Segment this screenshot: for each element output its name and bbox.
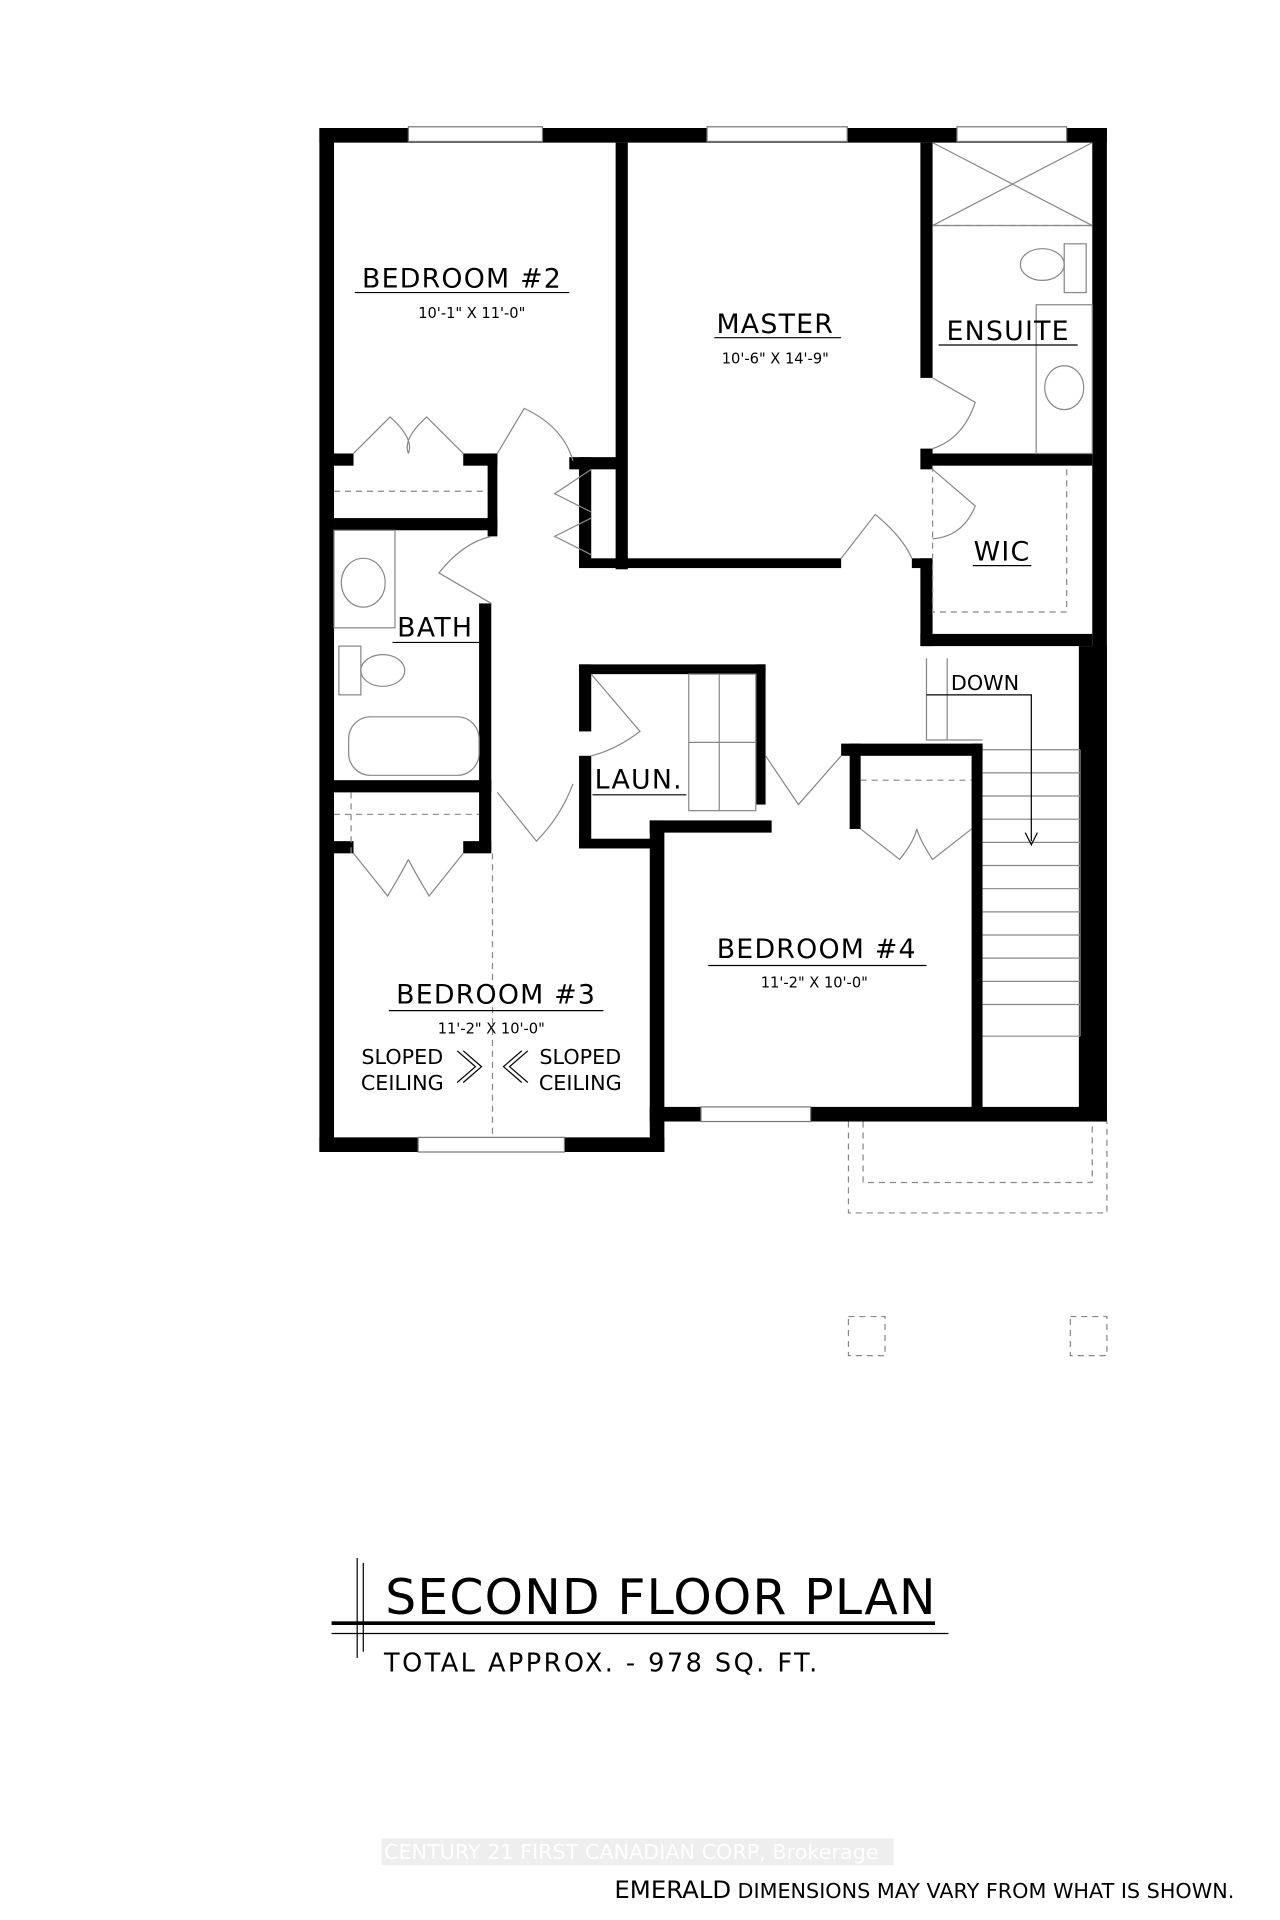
model-name: EMERALD	[614, 1875, 731, 1904]
laundry-label: LAUN.	[595, 765, 683, 796]
windows	[407, 126, 1068, 1153]
wic-label: WIC	[974, 537, 1031, 568]
plan-area: TOTAL APPROX. - 978 SQ. FT.	[383, 1648, 820, 1678]
bedroom2-dims: 10'-1" X 11'-0"	[418, 305, 525, 322]
plan-title: SECOND FLOOR PLAN	[385, 1570, 936, 1626]
ensuite-label: ENSUITE	[946, 316, 1069, 347]
bedroom3-label: BEDROOM #3	[396, 979, 596, 1010]
sloped-ceiling-left-1: SLOPED	[361, 1045, 443, 1069]
master-label: MASTER	[716, 309, 834, 340]
master-dims: 10'-6" X 14'-9"	[722, 350, 829, 367]
sloped-ceiling-left-2: CEILING	[361, 1071, 444, 1095]
doors-and-fixtures	[333, 142, 1108, 1357]
room-labels: BEDROOM #2 10'-1" X 11'-0" MASTER 10'-6"…	[361, 264, 1069, 1095]
bedroom3-dims: 11'-2" X 10'-0"	[438, 1021, 545, 1038]
bedroom2-label: BEDROOM #2	[362, 264, 562, 295]
bath-label: BATH	[397, 612, 473, 643]
watermark: CENTURY 21 FIRST CANADIAN CORP, Brokerag…	[384, 1840, 878, 1864]
sloped-ceiling-right-1: SLOPED	[539, 1045, 621, 1069]
disclaimer: DIMENSIONS MAY VARY FROM WHAT IS SHOWN.	[738, 1879, 1235, 1903]
sloped-ceiling-right-2: CEILING	[539, 1071, 622, 1095]
stairs-down-label: DOWN	[951, 671, 1019, 695]
bedroom4-label: BEDROOM #4	[717, 934, 917, 965]
title-block: SECOND FLOOR PLAN TOTAL APPROX. - 978 SQ…	[331, 1557, 1235, 1904]
walls	[319, 128, 1107, 1152]
bedroom4-dims: 11'-2" X 10'-0"	[761, 974, 868, 991]
